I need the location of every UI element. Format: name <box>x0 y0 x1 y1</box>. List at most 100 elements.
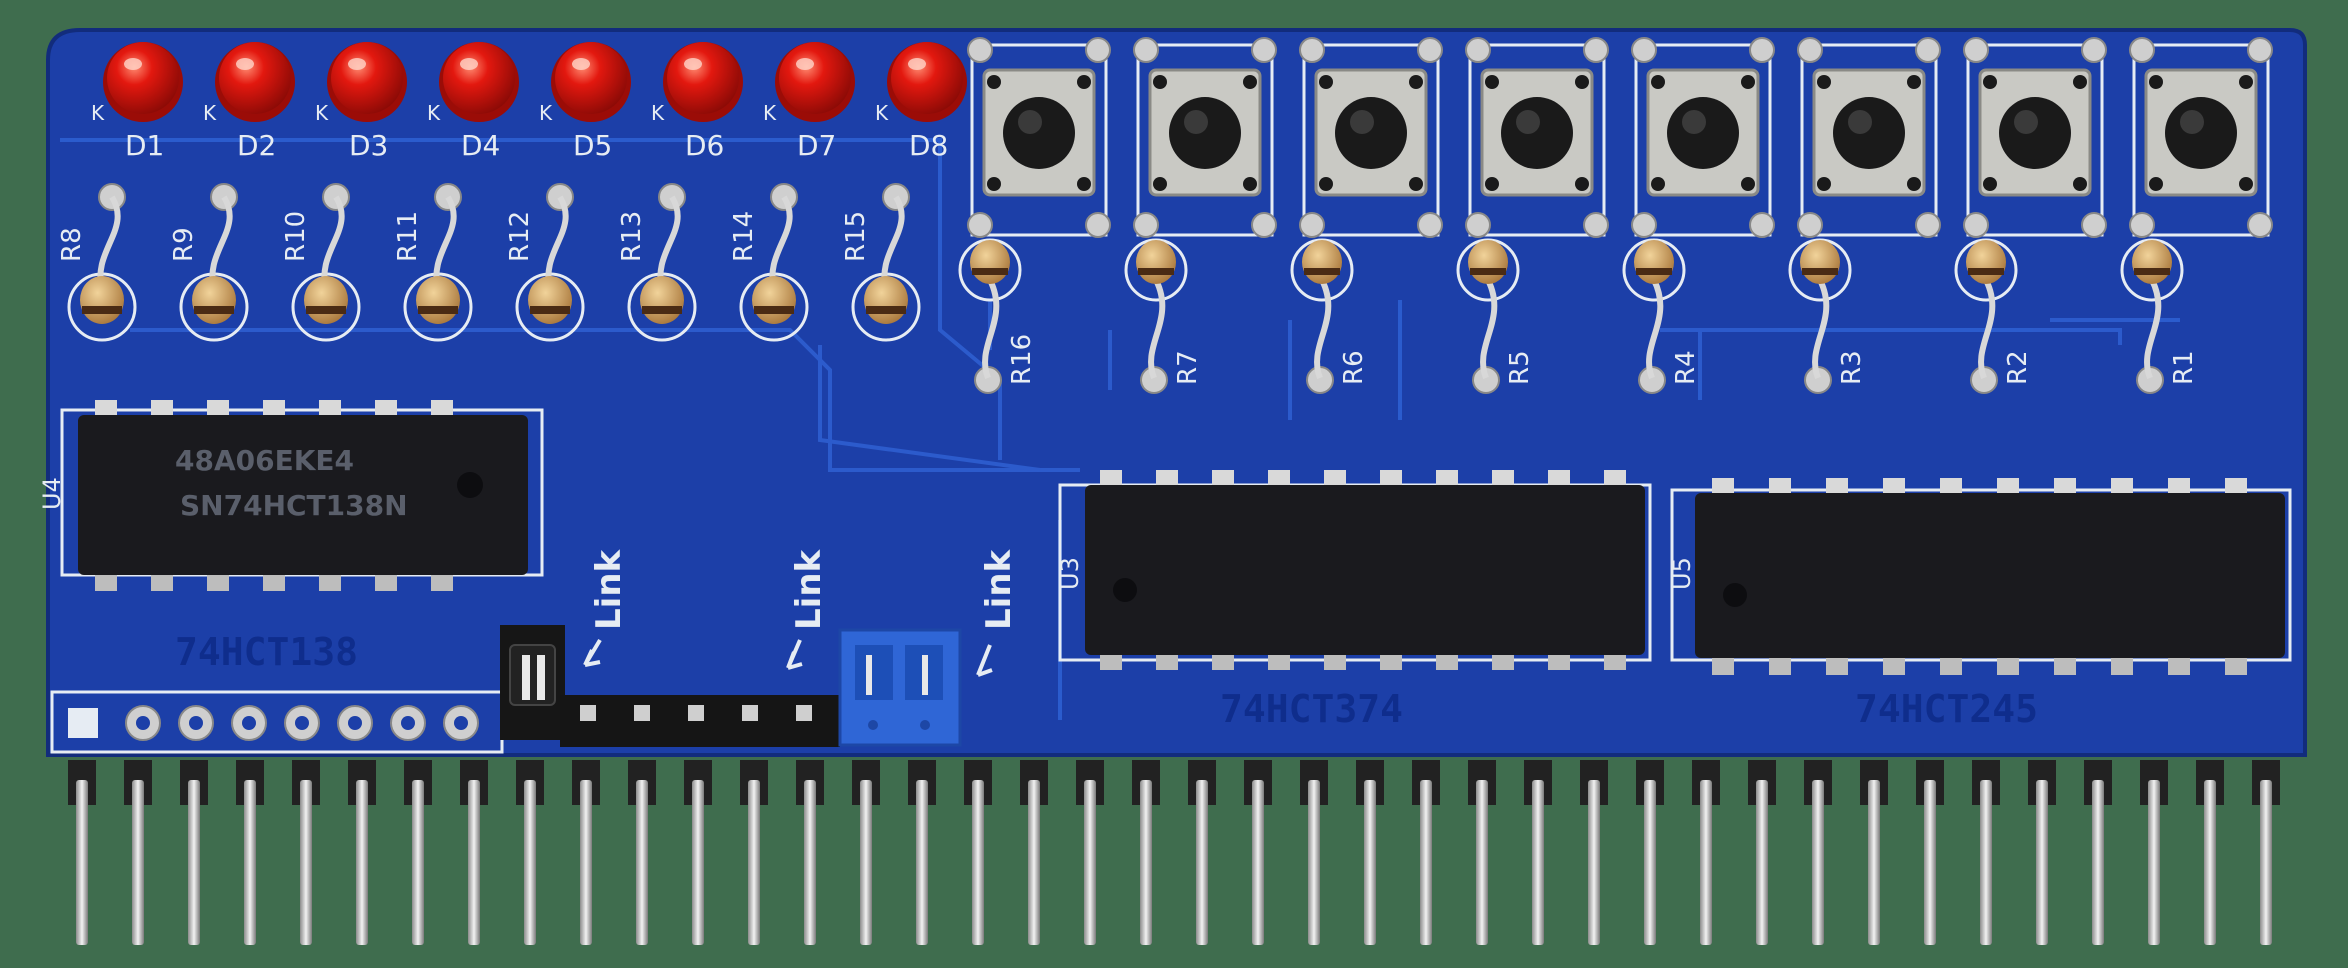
resistor-label: R6 <box>1339 350 1369 385</box>
led-label: D1 <box>125 129 164 162</box>
header-pin <box>2036 780 2048 945</box>
resistor: R11 <box>393 183 473 342</box>
header-pin <box>1756 780 1768 945</box>
chip-pin <box>1100 652 1122 670</box>
tactile-button <box>2129 37 2273 238</box>
chip-pin <box>2111 657 2133 675</box>
led-dome <box>667 42 739 114</box>
chip-pin <box>1268 470 1290 488</box>
header-pin <box>1028 780 1040 945</box>
resistor-body <box>1634 240 1674 284</box>
button-cap <box>1833 97 1905 169</box>
resistor-label: R13 <box>617 211 647 262</box>
button-cap <box>1999 97 2071 169</box>
header-pin <box>580 780 592 945</box>
led: KD6 <box>651 42 743 162</box>
led-cathode-label: K <box>91 101 105 125</box>
chip-pin <box>1883 478 1905 496</box>
chip-pin <box>1156 470 1178 488</box>
led-cathode-label: K <box>315 101 329 125</box>
resistor-body <box>970 240 1010 284</box>
header-pin <box>916 780 928 945</box>
chip-pin <box>1212 652 1234 670</box>
led: KD3 <box>315 42 407 162</box>
header-pin-top <box>580 705 596 721</box>
chip-pin <box>1324 652 1346 670</box>
chip-pin <box>1436 470 1458 488</box>
header-pin <box>1252 780 1264 945</box>
led-label: D7 <box>797 129 836 162</box>
chip-pin <box>1436 652 1458 670</box>
header-pin <box>1588 780 1600 945</box>
led-dome <box>219 42 291 114</box>
led-cathode-label: K <box>763 101 777 125</box>
resistor: R16 <box>958 238 1037 394</box>
led: K D1 <box>91 42 183 162</box>
led-label: D4 <box>461 129 500 162</box>
led-cathode-label: K <box>539 101 553 125</box>
header-pin-top <box>742 705 758 721</box>
header-pin <box>972 780 984 945</box>
led-cathode-label: K <box>203 101 217 125</box>
resistor-label: R11 <box>393 211 423 262</box>
chip-pin <box>1604 470 1626 488</box>
chip-pin <box>263 573 285 591</box>
header-pin <box>132 780 144 945</box>
chip-pin <box>151 400 173 418</box>
led: KD2 <box>203 42 295 162</box>
resistor-body <box>192 276 236 324</box>
chip-u5: U5 74HCT245 <box>1668 478 2292 731</box>
tactile-button <box>1465 37 1609 238</box>
chip-pin <box>1826 478 1848 496</box>
resistor-label: R1 <box>2169 350 2199 385</box>
resistor: R9 <box>169 183 249 342</box>
chip-pin <box>1268 652 1290 670</box>
header-pin <box>636 780 648 945</box>
led-label: D5 <box>573 129 612 162</box>
resistor-body <box>1800 240 1840 284</box>
tactile-button <box>967 37 1111 238</box>
chip-pin <box>1548 652 1570 670</box>
resistor-body <box>304 276 348 324</box>
chip-pin <box>2054 478 2076 496</box>
chip-pin <box>1156 652 1178 670</box>
header-pin <box>1140 780 1152 945</box>
chip-pin <box>1712 657 1734 675</box>
header-pin-top <box>688 705 704 721</box>
header-pin <box>1532 780 1544 945</box>
chip-pin <box>2168 657 2190 675</box>
button-cap <box>1335 97 1407 169</box>
chip-u3: U3 74HCT374 <box>1056 470 1652 731</box>
resistor-label: R7 <box>1173 350 1203 385</box>
chip-pin <box>95 400 117 418</box>
header-pin <box>804 780 816 945</box>
resistor-label: R10 <box>281 211 311 262</box>
button-cap <box>1501 97 1573 169</box>
button-cap <box>1667 97 1739 169</box>
chip-pin <box>1997 478 2019 496</box>
button-cap <box>1003 97 1075 169</box>
chip-pin <box>2111 478 2133 496</box>
jumper-blue <box>838 628 962 747</box>
header-pin <box>1924 780 1936 945</box>
led-cathode-label: K <box>427 101 441 125</box>
chip-pin <box>2225 478 2247 496</box>
chip-u4: 48A06EKE4 SN74HCT138N U4 74HCT138 <box>38 400 544 674</box>
header-pin <box>692 780 704 945</box>
resistor: R12 <box>505 183 585 342</box>
main-pin-header <box>68 760 2280 945</box>
resistor: R10 <box>281 183 361 342</box>
chip-pin <box>1492 470 1514 488</box>
button-cap <box>1169 97 1241 169</box>
chip-pin <box>1380 652 1402 670</box>
chip-pin <box>151 573 173 591</box>
led: K D4 <box>427 42 519 162</box>
resistor: R13 <box>617 183 697 342</box>
chip-pin <box>1100 470 1122 488</box>
resistor: R8 <box>57 183 137 342</box>
led-dome <box>891 42 963 114</box>
header-pin <box>2092 780 2104 945</box>
resistor-label: R2 <box>2003 350 2033 385</box>
resistor: R1 <box>2120 238 2199 394</box>
button-cap <box>2165 97 2237 169</box>
